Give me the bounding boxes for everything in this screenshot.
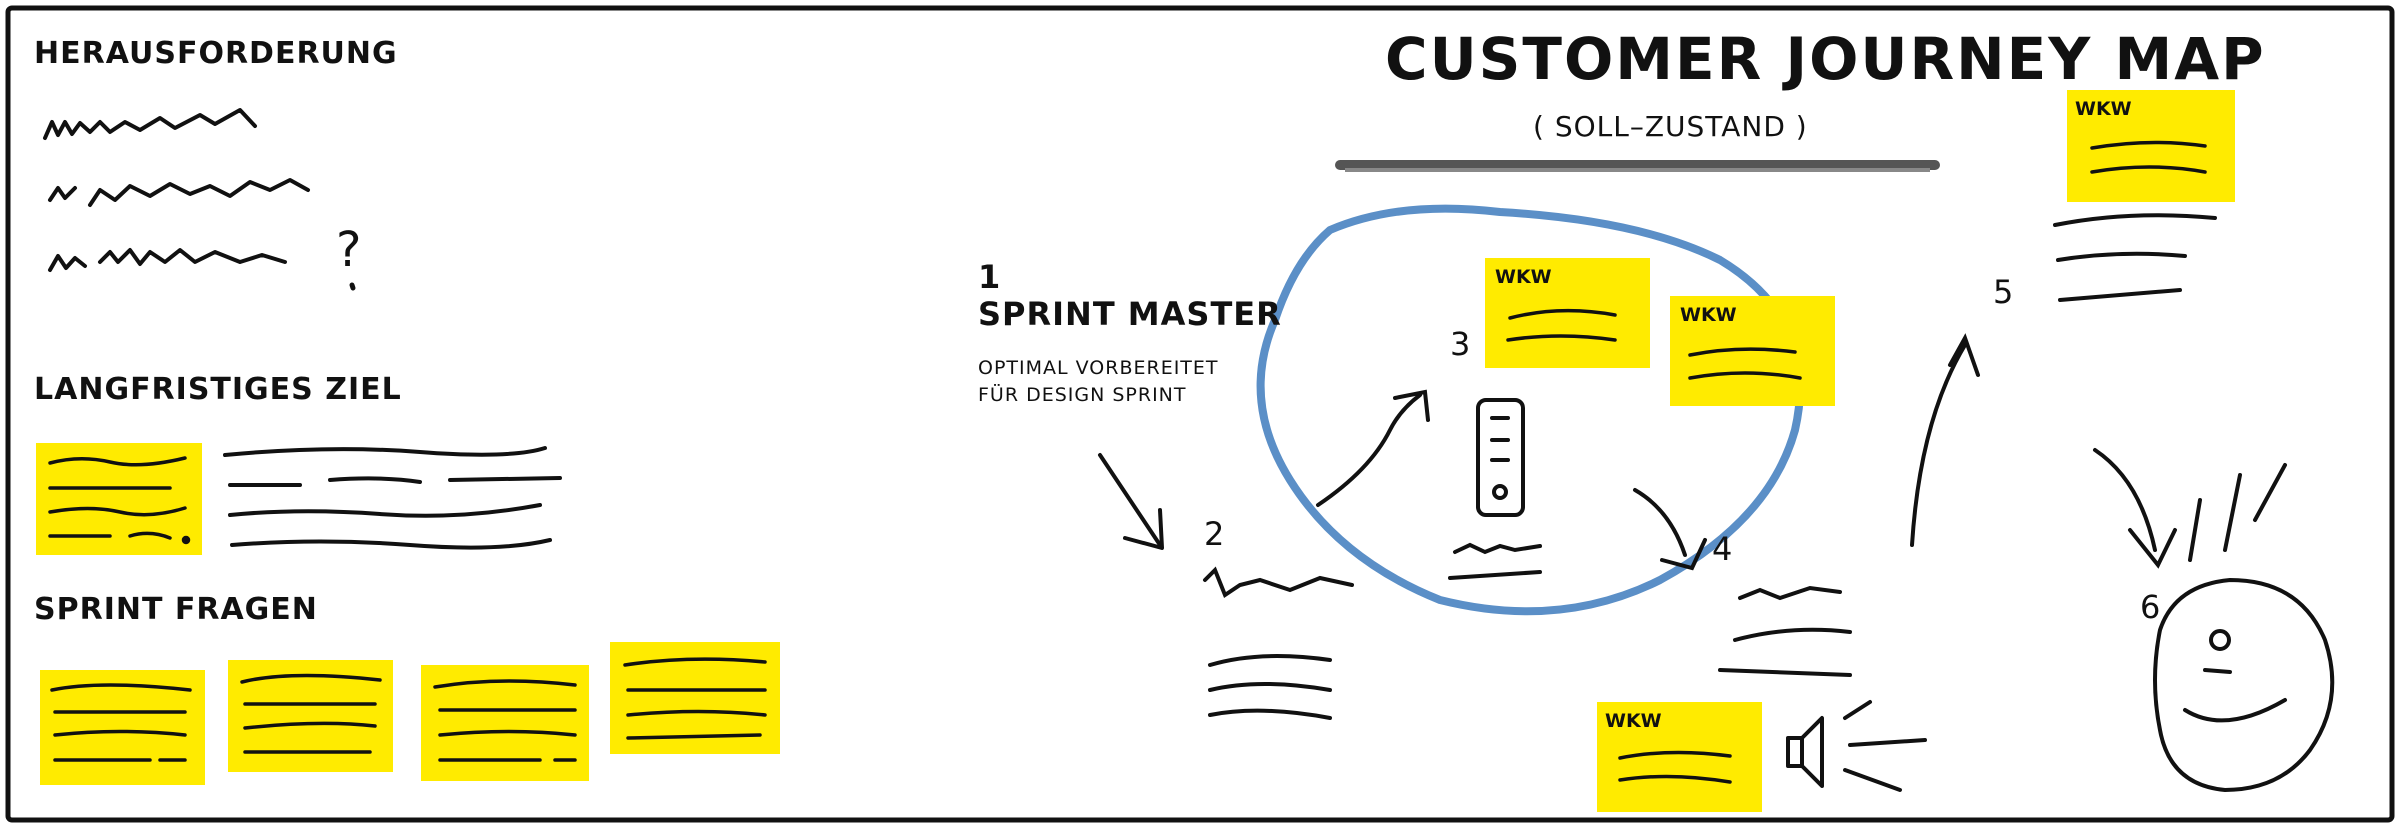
- challenge-scribbles: [43, 108, 310, 272]
- step6-number: 6: [2140, 588, 2162, 626]
- arrow-icon: [1633, 488, 1707, 571]
- step3-number: 3: [1450, 325, 1472, 363]
- step1-title: SPRINT MASTER: [978, 295, 1282, 333]
- page-title: CUSTOMER JOURNEY MAP: [1385, 25, 2266, 93]
- section-longterm-goal-title: LANGFRISTIGES ZIEL: [34, 372, 402, 407]
- section-challenge-title: HERAUSFORDERUNG: [34, 36, 398, 71]
- goal-scribbles: [223, 446, 562, 550]
- step4-sticky-label: WKW: [1605, 710, 1662, 732]
- step3-scribbles: [1448, 542, 1542, 580]
- smiley-face-icon: [2153, 463, 2335, 793]
- question-mark: ?: [336, 222, 363, 278]
- step2-number: 2: [1204, 515, 1226, 553]
- sprint-questions-stickies: [40, 642, 780, 785]
- highlight-circle: [1256, 204, 1804, 616]
- arrow-icon: [1098, 453, 1164, 550]
- step1-description-line2: FÜR DESIGN SPRINT: [978, 384, 1187, 406]
- board-frame: [5, 5, 2395, 823]
- page-subtitle: ( SOLL–ZUSTAND ): [1533, 110, 1808, 143]
- step4-scribbles: [1718, 585, 1852, 677]
- phone-icon: [1476, 398, 1525, 517]
- arrow-icon: [1316, 389, 1430, 507]
- section-sprint-questions-title: SPRINT FRAGEN: [34, 592, 318, 627]
- step5-sticky-label: WKW: [2075, 98, 2132, 120]
- question-mark-dot: [349, 282, 356, 291]
- speaker-icon: [1786, 700, 1927, 792]
- step5-number: 5: [1993, 273, 2015, 311]
- step1-number: 1: [978, 258, 1002, 296]
- arrow-icon: [2093, 448, 2177, 569]
- step2-scribbles: [1203, 566, 1354, 720]
- goal-sticky-scribbles: [48, 456, 191, 545]
- step5-scribbles: [2053, 213, 2217, 302]
- step4-number: 4: [1712, 530, 1734, 568]
- arrow-icon: [1910, 333, 1980, 547]
- step3-sticky-note: [1485, 258, 1650, 368]
- step3b-sticky-note: [1670, 296, 1835, 406]
- step3-sticky-label: WKW: [1495, 266, 1552, 288]
- step3b-sticky-label: WKW: [1680, 304, 1737, 326]
- step1-description-line1: OPTIMAL VORBEREITET: [978, 357, 1219, 379]
